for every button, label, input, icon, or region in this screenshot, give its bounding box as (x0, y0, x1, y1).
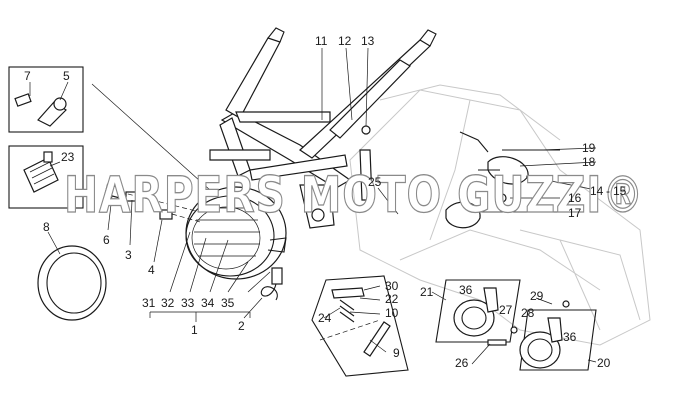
horn-box-20 (487, 300, 597, 371)
callout-17: 17 (568, 206, 582, 220)
bolts-3-4-6 (104, 183, 201, 223)
callout-numbers: 7 5 23 8 6 3 4 31 32 33 34 35 1 2 11 12 … (24, 34, 627, 370)
wiring-connector-35 (260, 267, 283, 301)
callout-14: 14 (590, 184, 604, 198)
callout-8: 8 (43, 220, 50, 234)
callout-11: 11 (315, 34, 328, 48)
callout-6: 6 (103, 233, 110, 247)
leader-lines (29, 47, 597, 365)
callout-34: 34 (201, 296, 215, 310)
callout-1: 1 (191, 323, 198, 337)
callout-9: 9 (393, 346, 400, 360)
callout-4: 4 (148, 263, 155, 277)
callout-27: 27 (499, 303, 513, 317)
callout-13: 13 (361, 34, 375, 48)
callout-28: 28 (521, 306, 535, 320)
headlight-rim-8 (37, 245, 107, 321)
callout-21: 21 (420, 285, 434, 299)
watermark-text: HARPERS MOTO GUZZI® (64, 166, 644, 224)
headlight-support-frame (209, 27, 437, 229)
callout-35: 35 (221, 296, 235, 310)
callout-15: 15 (613, 184, 627, 198)
callout-30: 30 (385, 279, 399, 293)
callout-31: 31 (142, 296, 156, 310)
callout-12: 12 (338, 34, 352, 48)
callout-26: 26 (455, 356, 469, 370)
background-frame-ghost (349, 84, 651, 346)
horn-box-21 (435, 279, 521, 343)
callout-5: 5 (63, 69, 70, 83)
callout-19: 19 (582, 141, 596, 155)
callout-3: 3 (125, 248, 132, 262)
bulb-box-23 (8, 145, 84, 209)
bulb-box-5-7 (8, 66, 84, 133)
callout-22: 22 (385, 292, 399, 306)
callout-33: 33 (181, 296, 195, 310)
callout-23: 23 (61, 150, 75, 164)
callout-36-lower: 36 (563, 330, 577, 344)
callout-29: 29 (530, 289, 544, 303)
callout-20: 20 (597, 356, 611, 370)
callout-18: 18 (582, 155, 596, 169)
callout-10: 10 (385, 306, 399, 320)
callout-24: 24 (318, 311, 332, 325)
callout-36-upper: 36 (459, 283, 473, 297)
callout-32: 32 (161, 296, 175, 310)
callout-25: 25 (368, 175, 382, 189)
callout-7: 7 (24, 69, 31, 83)
headlight-body (185, 186, 287, 280)
callout-16: 16 (568, 191, 582, 205)
callout-2: 2 (238, 319, 245, 333)
turn-signals (445, 131, 560, 229)
callout-dash-14-15: - (606, 184, 610, 198)
stand-switch-group (311, 275, 409, 377)
